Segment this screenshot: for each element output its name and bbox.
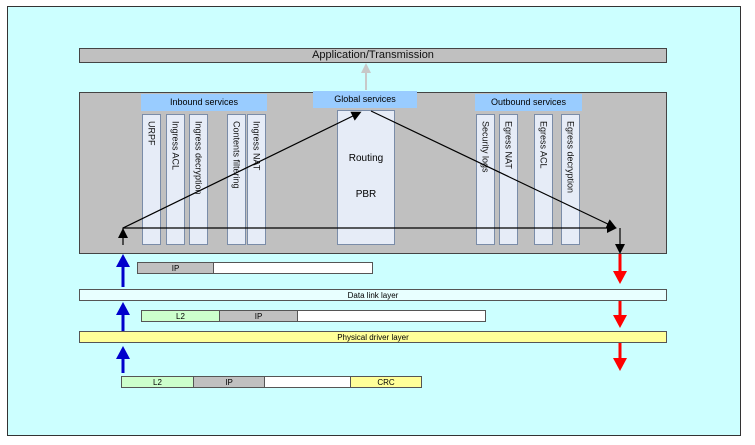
ip-segment: IP: [193, 376, 265, 388]
inbound-column: Ingress NAT: [247, 114, 266, 245]
inbound-column: Ingress decryption: [189, 114, 208, 245]
column-label: URPF: [146, 121, 157, 146]
egress-arrows: [613, 254, 627, 371]
global-services-label: Global services: [313, 91, 417, 108]
column-label: Egress ACL: [538, 121, 549, 169]
pbr-label: PBR: [355, 189, 377, 200]
ip-segment: IP: [219, 310, 298, 322]
application-transmission-bar: Application/Transmission: [79, 48, 667, 63]
column-label: Ingress decryption: [193, 121, 204, 195]
outbound-services-label: Outbound services: [475, 94, 582, 111]
l2-segment: L2: [121, 376, 194, 388]
panel-entry-arrowhead: [118, 228, 128, 238]
column-label: Security logs: [480, 121, 491, 173]
column-label: Ingress NAT: [251, 121, 262, 171]
inbound-column: Contents filtering: [227, 114, 246, 245]
inbound-services-label: Inbound services: [141, 94, 267, 111]
column-label: Egress decryption: [565, 121, 576, 194]
physical-driver-layer-bar: Physical driver layer: [79, 331, 667, 343]
outbound-column: Egress decryption: [561, 114, 580, 245]
routing-label: Routing: [348, 153, 384, 164]
crc-segment: CRC: [350, 376, 422, 388]
outbound-column: Egress NAT: [499, 114, 518, 245]
ingress-arrows: [116, 254, 130, 373]
outbound-column: Security logs: [476, 114, 495, 245]
panel-exit-arrowhead: [615, 244, 625, 254]
data-link-layer-bar: Data link layer: [79, 289, 667, 301]
inbound-column: Ingress ACL: [166, 114, 185, 245]
column-label: Contents filtering: [231, 121, 242, 189]
outbound-column: Egress ACL: [534, 114, 553, 245]
column-label: Ingress ACL: [170, 121, 181, 171]
routing-pbr-box: Routing PBR: [337, 110, 395, 245]
ip-segment: IP: [137, 262, 214, 274]
column-label: Egress NAT: [503, 121, 514, 169]
outbound-flow-line: [370, 110, 617, 229]
inbound-flow-line: [122, 111, 362, 245]
